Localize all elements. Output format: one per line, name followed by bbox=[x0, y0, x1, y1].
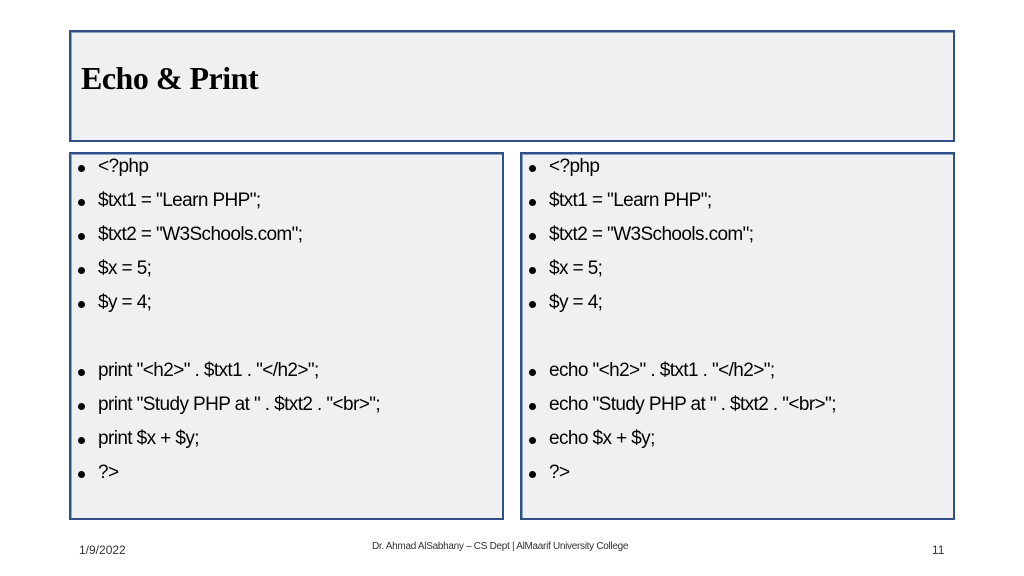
footer-text: Dr. Ahmad AlSabhany – CS Dept | AlMaarif… bbox=[372, 541, 629, 552]
bullet-icon bbox=[78, 199, 85, 206]
bullet-icon bbox=[78, 301, 85, 308]
bullet-icon bbox=[78, 403, 85, 410]
bullet-icon bbox=[78, 471, 85, 478]
bullet-icon bbox=[529, 437, 536, 444]
bullet-icon bbox=[529, 301, 536, 308]
bullet-icon bbox=[529, 233, 536, 240]
bullet-icon bbox=[78, 437, 85, 444]
bullet-icon bbox=[78, 267, 85, 274]
bullet-icon bbox=[529, 403, 536, 410]
bullet-icon bbox=[529, 471, 536, 478]
page-number: 11 bbox=[932, 543, 945, 557]
title-placeholder: Echo & Print bbox=[69, 30, 955, 142]
bullet-icon bbox=[529, 267, 536, 274]
bullet-icon bbox=[78, 165, 85, 172]
bullet-icon bbox=[78, 369, 85, 376]
right-code-box: <?php $txt1 = "Learn PHP"; $txt2 = "W3Sc… bbox=[520, 152, 955, 520]
slide-title: Echo & Print bbox=[81, 60, 259, 96]
bullet-icon bbox=[78, 233, 85, 240]
bullet-icon bbox=[529, 165, 536, 172]
bullet-icon bbox=[529, 199, 536, 206]
footer-date: 1/9/2022 bbox=[79, 543, 126, 557]
left-code-box: <?php $txt1 = "Learn PHP"; $txt2 = "W3Sc… bbox=[69, 152, 504, 520]
bullet-icon bbox=[529, 369, 536, 376]
